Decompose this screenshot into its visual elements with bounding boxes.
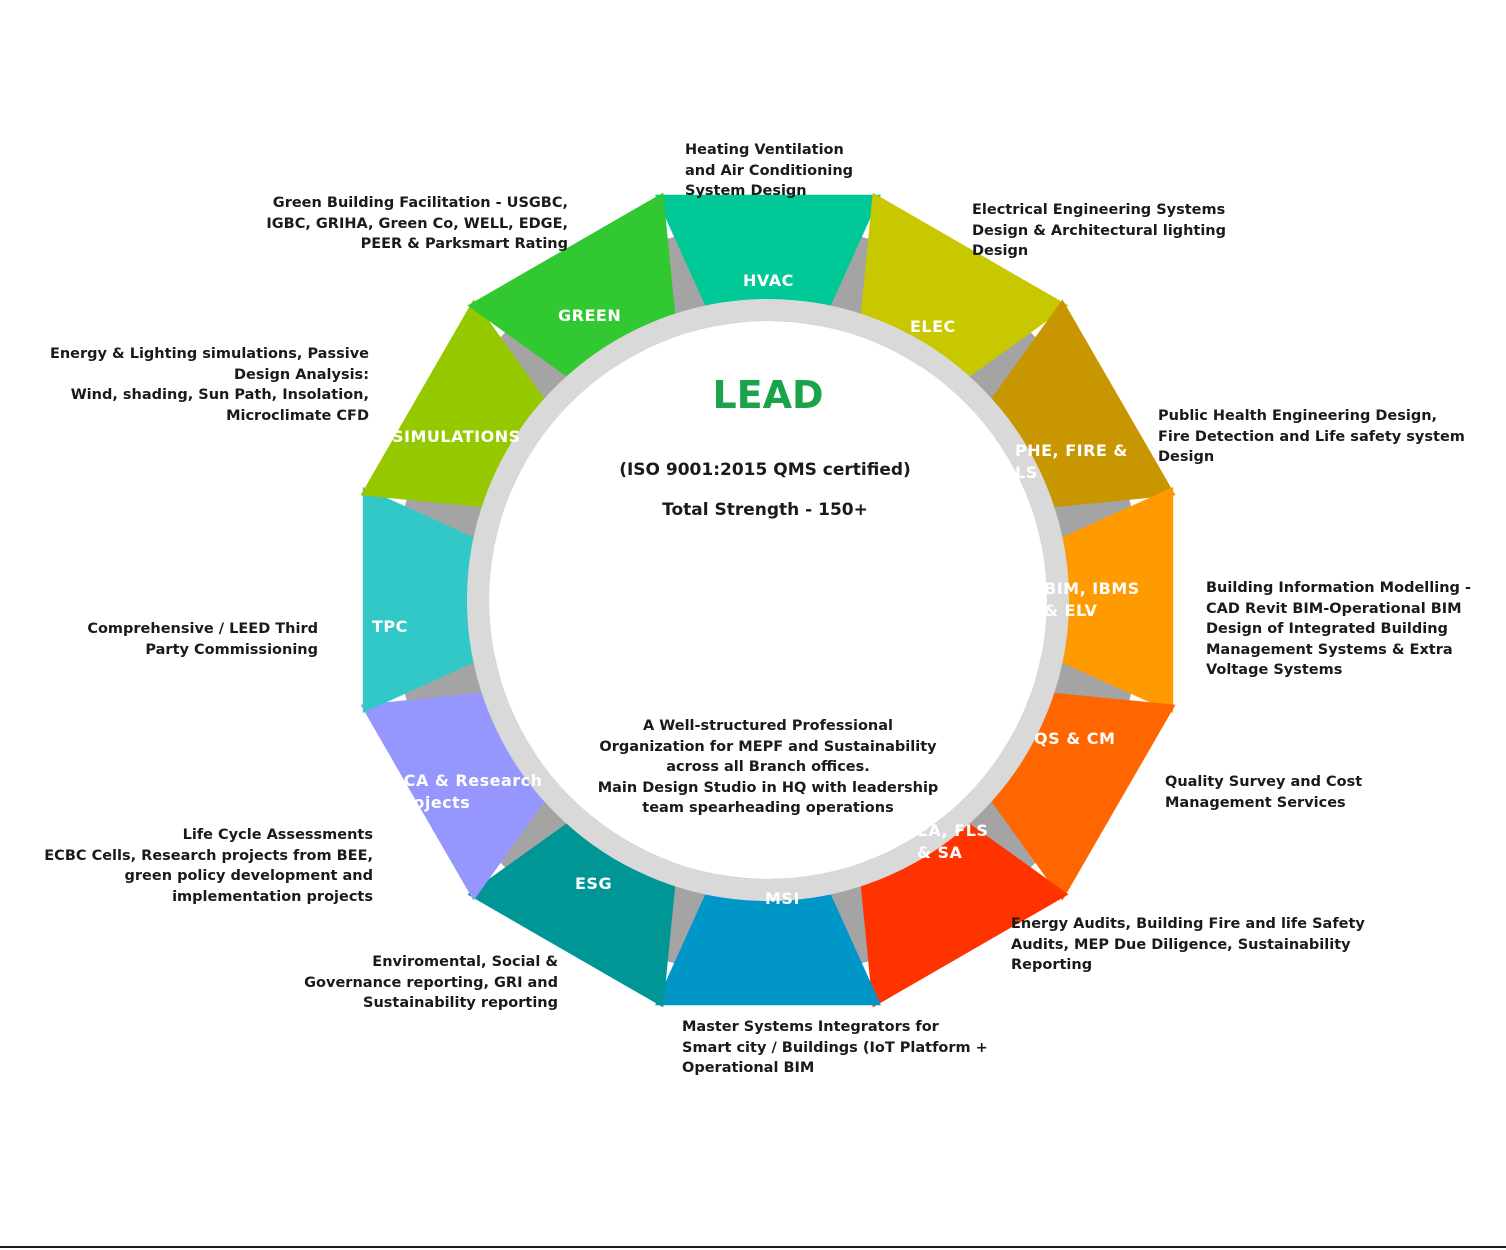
segment-description-tpc: Comprehensive / LEED Third Party Commiss…	[87, 621, 318, 658]
segment-description-msi: Master Systems Integrators for Smart cit…	[682, 1019, 988, 1076]
segment-description-esg: Enviromental, Social & Governance report…	[304, 954, 558, 1011]
segment-description-bim: Building Information Modelling - CAD Rev…	[1206, 580, 1471, 678]
center-title: LEAD	[712, 373, 824, 417]
organization-description: A Well-structured Professional Organizat…	[597, 718, 939, 816]
center-disc	[489, 321, 1047, 879]
inner-light-ring	[467, 299, 1069, 901]
segment-description-hvac: Heating Ventilation and Air Conditioning…	[685, 142, 854, 199]
segment-label-msi: MSI	[765, 889, 800, 908]
segment-description-sim: Energy & Lighting simulations, Passive D…	[49, 346, 369, 424]
segment-label-hvac: HVAC	[743, 271, 794, 290]
segment-description-ea: Energy Audits, Building Fire and life Sa…	[1011, 916, 1365, 973]
segment-label-elec: ELEC	[910, 317, 956, 336]
segment-label-phe: PHE, FIRE & LS	[1015, 441, 1128, 482]
segment-label-tpc: TPC	[372, 617, 408, 636]
segment-label-sim: SIMULATIONS	[392, 427, 521, 446]
segment-description-qs: Quality Survey and Cost Management Servi…	[1165, 774, 1363, 811]
certification-text: (ISO 9001:2015 QMS certified)	[619, 460, 911, 480]
segment-label-qs: QS & CM	[1034, 729, 1116, 748]
strength-text: Total Strength - 150+	[662, 500, 868, 520]
bottom-divider	[0, 1246, 1506, 1248]
segment-label-lca: LCA & Research projects	[393, 771, 543, 812]
segment-description-elec: Electrical Engineering Systems Design & …	[972, 202, 1226, 259]
segment-label-ea: EA, FLS & SA	[917, 821, 989, 862]
segment-description-lca: Life Cycle Assessments ECBC Cells, Resea…	[44, 827, 373, 905]
segment-label-bim: BIM, IBMS & ELV	[1044, 579, 1140, 620]
segment-description-phe: Public Health Engineering Design, Fire D…	[1158, 408, 1465, 465]
segment-label-esg: ESG	[575, 874, 613, 893]
segment-label-green: GREEN	[558, 306, 622, 325]
segment-description-green: Green Building Facilitation - USGBC, IGB…	[266, 195, 568, 252]
